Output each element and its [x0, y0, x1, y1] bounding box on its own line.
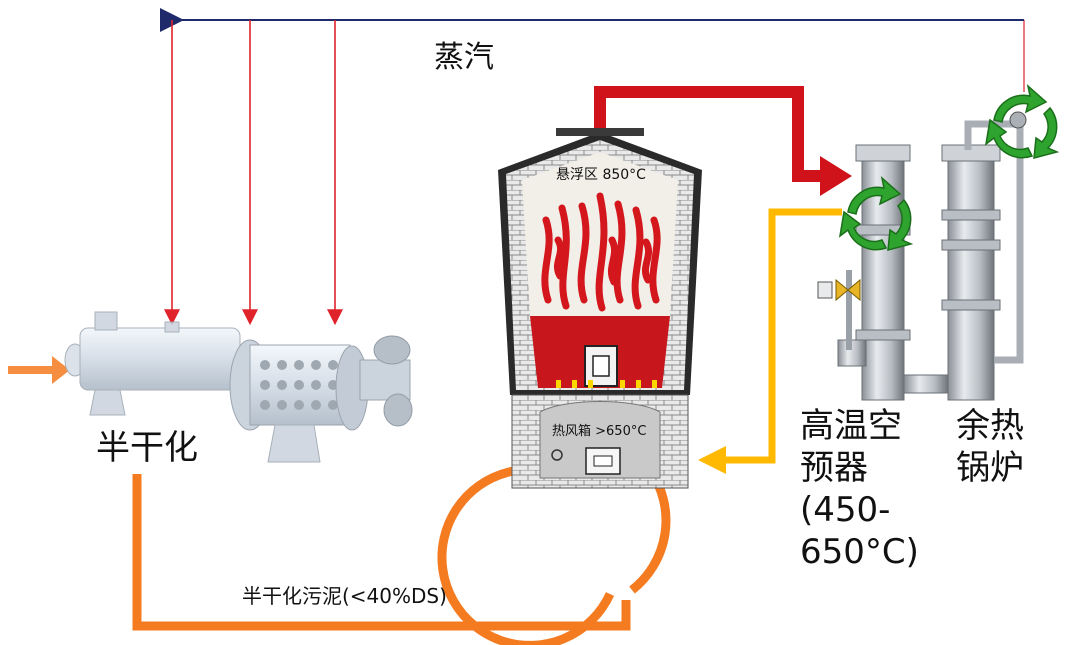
steam-label: 蒸汽	[434, 40, 494, 75]
half-dry-label: 半干化	[96, 428, 198, 468]
preheater-label-2: 预器	[800, 448, 868, 488]
sludge-flow	[132, 464, 671, 645]
preheater-label-4: 650°C)	[800, 532, 919, 572]
preheater-label-1: 高温空	[800, 406, 902, 446]
recycle-icon	[838, 175, 914, 251]
hot-air-flow	[722, 208, 842, 464]
boiler-label-2: 锅炉	[956, 448, 1024, 488]
hot-air-arrowhead	[698, 446, 726, 474]
sludge-label: 半干化污泥(<40%DS)	[242, 584, 447, 608]
suspension-zone-label: 悬浮区 850°C	[556, 167, 646, 183]
dryer-equipment	[8, 311, 413, 463]
boiler-label-1: 余热	[956, 406, 1024, 446]
recycle-icon	[984, 83, 1060, 159]
waste-heat-boiler	[903, 111, 1027, 401]
flue-gas-flow	[594, 86, 828, 182]
furnace	[498, 128, 702, 489]
wind-box-label: 热风箱 >650°C	[552, 424, 647, 439]
feed-arrow	[8, 356, 70, 384]
flue-gas-arrowhead	[820, 156, 852, 196]
steam-line	[160, 8, 1025, 326]
preheater-label-3: (450-	[800, 490, 891, 530]
